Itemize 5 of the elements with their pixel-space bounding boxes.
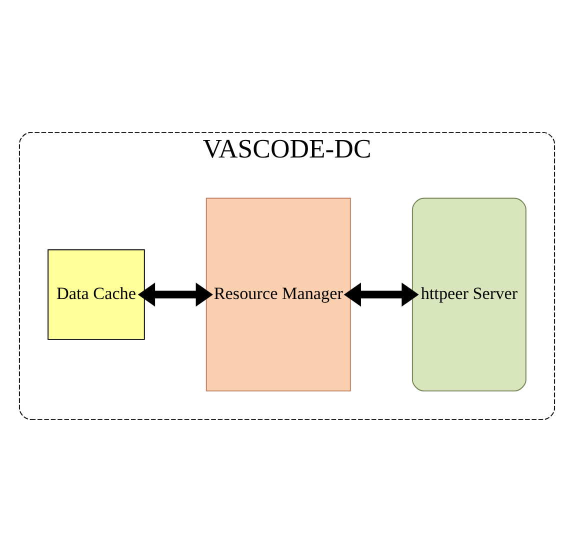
arrow bbox=[344, 282, 419, 306]
node-box: Data Cache bbox=[48, 248, 145, 340]
node-box: Resource Manager bbox=[206, 197, 351, 391]
arrow bbox=[138, 282, 213, 306]
node-box: httpeer Server bbox=[412, 197, 526, 391]
